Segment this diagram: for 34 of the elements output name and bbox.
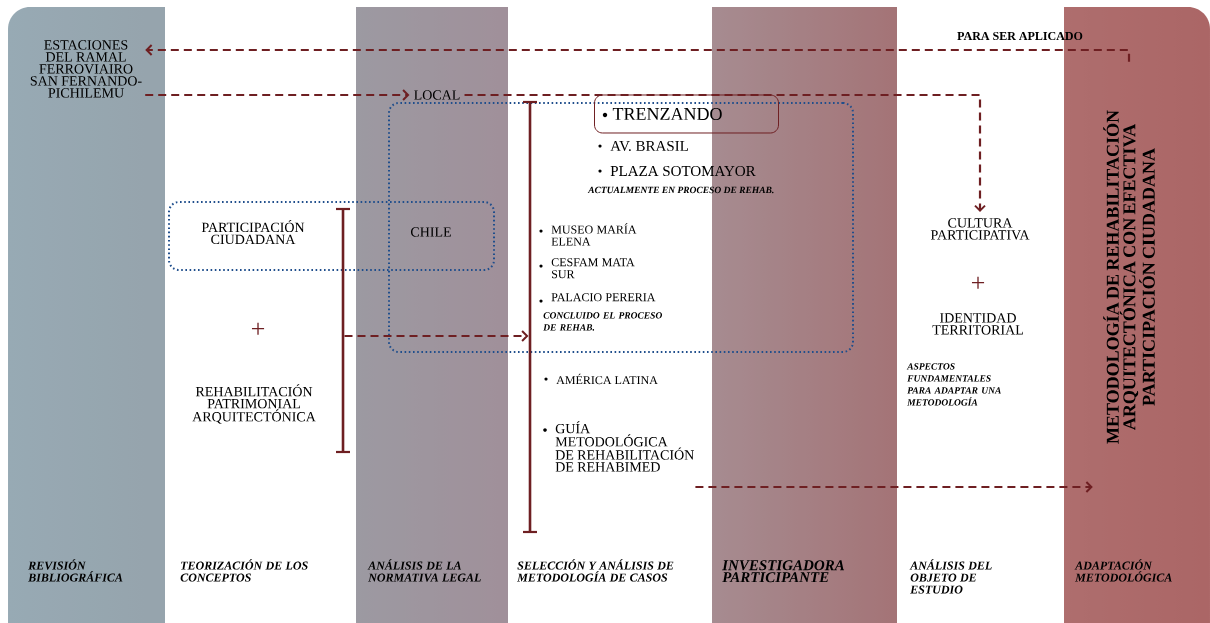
- item-text: IDENTIDAD TERRITORIAL: [932, 313, 1023, 335]
- note-text: ACTUALMENTE EN PROCESO DE REHAB.: [587, 186, 774, 194]
- bracket-line: [336, 207, 350, 454]
- column-title: ANÁLISIS DEL OBJETO DE ESTUDIO: [909, 559, 992, 594]
- bracket-line: [523, 100, 537, 534]
- arrow: [145, 89, 410, 101]
- note-text: ASPECTOS FUNDAMENTALES PARA ADAPTAR UNA METODOLOGÍA: [906, 363, 1001, 406]
- arrow: [695, 481, 1093, 493]
- list-item: GUÍA METODOLÓGICA DE REHABILITACIÓN DE REHABIMED: [543, 421, 694, 472]
- plus-sign: +: [971, 276, 985, 289]
- column-title: ADAPTACIÓN METODOLÓGICA: [1074, 559, 1172, 582]
- column-title: TEORIZACIÓN DE LOS CONCEPTOS: [180, 559, 308, 582]
- column-title: ANÁLISIS DE LA NORMATIVA LEGAL: [367, 559, 481, 582]
- concept-text: CULTURA PARTICIPATIVA: [930, 218, 1030, 240]
- dotted-frame: [388, 102, 854, 353]
- column-title: INVESTIGADORA PARTICIPANTE: [722, 560, 845, 583]
- arrow: [464, 93, 986, 212]
- arrow: [344, 330, 529, 342]
- dotted-frame: PARTICIPACIÓN CIUDADANA CHILE: [168, 201, 495, 271]
- list-item: CESFAM MATA SUR: [539, 258, 635, 279]
- list-item: PLAZA SOTOMAYOR: [598, 165, 756, 177]
- item-text: REHABILITACIÓN PATRIMONIAL ARQUITECTÓNICA: [192, 384, 316, 424]
- list-item: TRENZANDO: [594, 94, 779, 134]
- list-item: AV. BRASIL: [598, 140, 688, 152]
- vertical-title: METODOLOGÍA DE REHABILITACIÓN ARQUITECTÓNICA CON EFECTIVA PARTICIPACIÓN CIUDADANA: [1103, 110, 1155, 444]
- column-title: SELECCIÓN Y ANÁLISIS DE METODOLOGÍA DE CASOS: [517, 559, 674, 582]
- scope-label: LOCAL: [414, 90, 460, 100]
- plus-sign: +: [252, 322, 265, 335]
- list-item: AMÉRICA LATINA: [544, 373, 658, 385]
- list-item: MUSEO MARÍA ELENA: [539, 223, 637, 246]
- list-item: PALACIO PERERIA: [539, 293, 656, 303]
- station-text: ESTACIONES DEL RAMAL FERROVIAIRO SAN FERNANDO-PICHILEMU: [30, 40, 142, 98]
- column-title: REVISIÓN BIBLIOGRÁFICA: [28, 559, 123, 582]
- arrow: [145, 44, 1131, 62]
